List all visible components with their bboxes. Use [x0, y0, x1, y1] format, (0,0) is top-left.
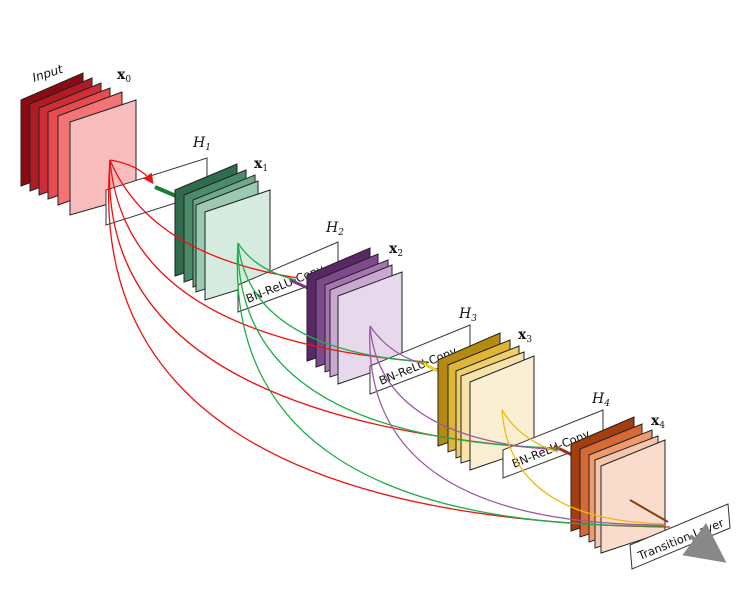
x3-label: x3	[518, 327, 532, 345]
skip-connections-purple	[369, 325, 666, 526]
skip-green-to-h3	[237, 242, 426, 363]
x2-label: x2	[389, 241, 403, 259]
skip-green-to-h2	[237, 242, 297, 281]
skip-connections-green	[236, 242, 666, 527]
block3-stack	[437, 332, 535, 471]
skip-red-to-h1	[109, 159, 154, 185]
h1-connector	[154, 185, 177, 198]
skip-red-to-h3	[109, 159, 429, 363]
h3-label: H3	[458, 306, 477, 324]
transition-output-arrow	[682, 522, 727, 563]
x4-label: x4	[651, 413, 665, 431]
input-label: Input	[31, 62, 66, 85]
x0-label: x0	[117, 67, 131, 85]
skip-green-to-transition	[236, 242, 666, 527]
skip-purple-to-h4	[369, 325, 561, 451]
skip-green-to-h4	[237, 242, 561, 449]
skip-red-to-h2	[109, 159, 299, 279]
h2-label: H2	[325, 220, 344, 238]
h1-label: H1	[192, 135, 211, 153]
skip-purple-to-h3	[369, 325, 425, 365]
block4-stack	[570, 416, 666, 554]
block1-stack	[174, 163, 271, 301]
x1-label: x1	[254, 156, 268, 174]
block4-to-transition	[629, 499, 669, 523]
skip-yellow-to-transition	[501, 409, 665, 525]
transition-layer-box	[629, 503, 731, 570]
skip-yellow-to-h4	[501, 409, 559, 453]
skip-connections-yellow	[501, 409, 665, 525]
skip-purple-to-transition	[369, 325, 666, 526]
h4-label: H4	[591, 391, 610, 409]
